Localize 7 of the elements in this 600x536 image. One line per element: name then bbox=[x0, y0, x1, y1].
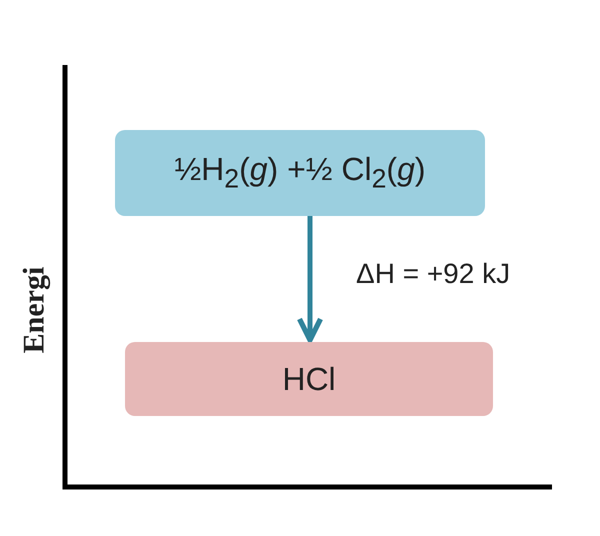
reactant-level-box bbox=[115, 130, 485, 216]
arrow bbox=[296, 216, 324, 343]
formula-text: ½H$_{2}$(g) +½ Cl$_{2}$(g) bbox=[174, 151, 426, 195]
axis-label: Energi bbox=[16, 266, 51, 354]
enthalpy-label: ΔH = +92 kJ bbox=[356, 258, 510, 290]
formula-text: HCl bbox=[282, 360, 336, 398]
product-level-box bbox=[125, 342, 493, 416]
